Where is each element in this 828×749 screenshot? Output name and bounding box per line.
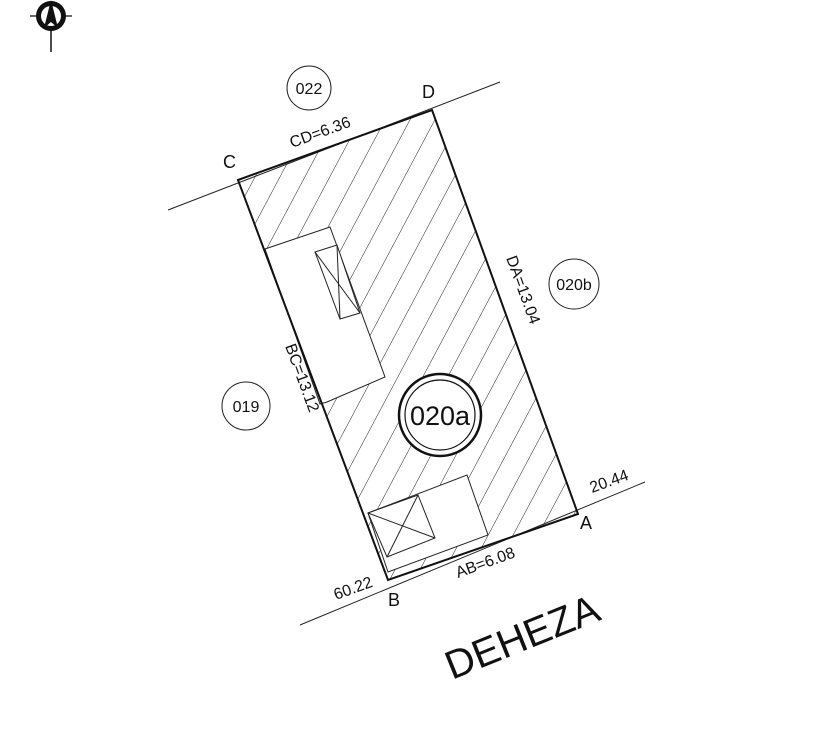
svg-text:020a: 020a <box>410 401 471 431</box>
parcel-020b: 020b <box>548 258 600 310</box>
compass-north-arrow-icon <box>30 0 72 52</box>
offset-left-label: 60.22 <box>332 574 376 604</box>
building-upper <box>264 226 386 405</box>
parcel-020a: 020a <box>397 372 483 458</box>
svg-text:022: 022 <box>296 81 323 98</box>
vertex-c: C <box>223 152 236 172</box>
lot-boundary <box>236 108 580 582</box>
svg-text:020b: 020b <box>556 277 592 294</box>
parcel-022: 022 <box>286 65 332 111</box>
vertex-d: D <box>422 82 435 102</box>
street-name: DEHEZA <box>439 587 606 689</box>
vertex-a: A <box>580 513 592 533</box>
parcel-019: 019 <box>221 381 271 431</box>
svg-text:019: 019 <box>233 399 260 416</box>
lot-020a-hatch <box>238 110 578 580</box>
offset-right-label: 20.44 <box>588 467 632 497</box>
vertex-b: B <box>388 590 400 610</box>
street-line <box>299 481 646 626</box>
side-da-label: DA=13.04 <box>502 254 543 327</box>
